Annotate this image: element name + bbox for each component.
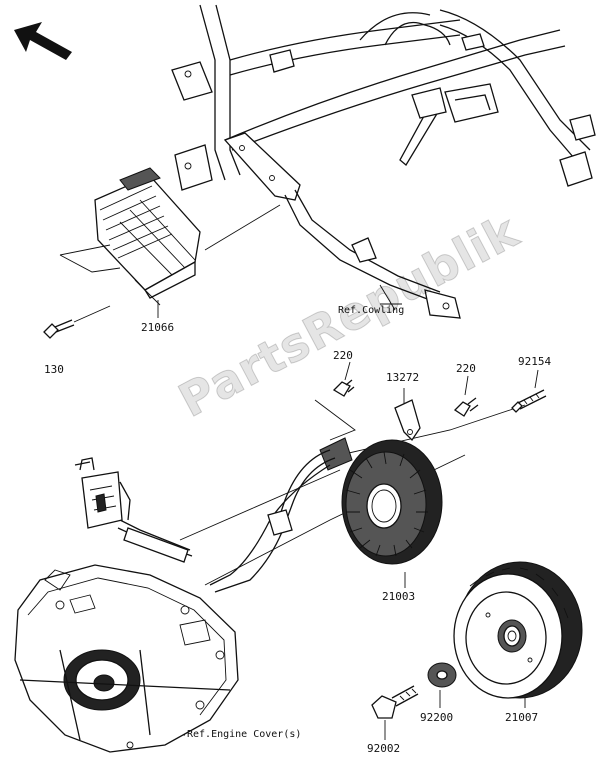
ref-engine-cover-label[interactable]: Ref.Engine Cover(s) [187,729,302,740]
part-number-130[interactable]: 130 [44,363,64,376]
frame-subframe [171,4,596,319]
stator-bolts [332,379,547,442]
part-number-92002[interactable]: 92002 [367,742,401,755]
part-number-13272[interactable]: 13272 [386,371,420,384]
ref-cowling-label[interactable]: Ref.Cowling [338,305,405,316]
engine-cover [14,564,239,753]
part-number-92200[interactable]: 92200 [420,711,454,724]
stator-harness [74,449,336,593]
stator-coil [319,437,443,565]
bolt-92002 [371,685,419,719]
part-number-92154[interactable]: 92154 [518,355,552,368]
part-number-220-left[interactable]: 220 [333,349,353,362]
part-number-21003[interactable]: 21003 [382,590,416,603]
rotor-flywheel [453,561,583,699]
regulator-rectifier [59,167,201,306]
front-direction-arrow-icon [14,22,72,60]
part-number-220-right[interactable]: 220 [456,362,476,375]
bolt-130 [43,305,111,339]
washer-92200 [427,662,457,688]
part-number-21007[interactable]: 21007 [505,711,539,724]
part-number-21066[interactable]: 21066 [141,321,175,334]
